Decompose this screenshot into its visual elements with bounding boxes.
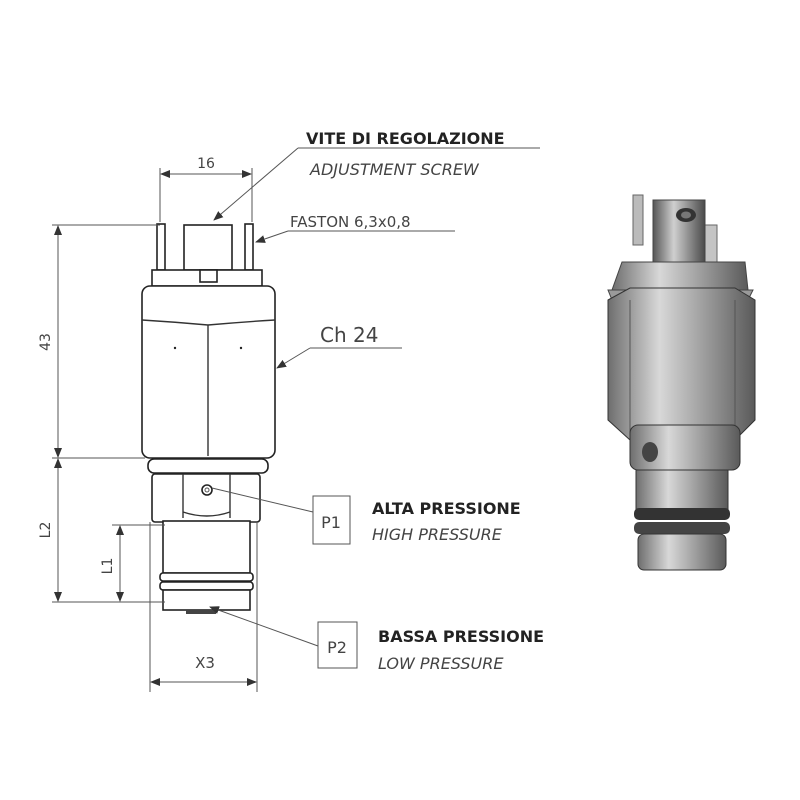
technical-drawing bbox=[141, 223, 276, 614]
tab bbox=[199, 269, 218, 283]
dimensions: 16 43 L2 L1 X3 bbox=[38, 156, 258, 692]
p2-port bbox=[186, 610, 216, 614]
stem bbox=[162, 520, 251, 574]
p2-tag: P2 bbox=[327, 638, 347, 657]
p1-box bbox=[312, 495, 351, 545]
callouts: VITE DI REGOLAZIONE ADJUSTMENT SCREW FAS… bbox=[209, 129, 544, 673]
faston-right bbox=[244, 223, 254, 271]
label-faston: FASTON 6,3x0,8 bbox=[290, 213, 411, 231]
label-bassa-pressione: BASSA PRESSIONE bbox=[378, 627, 544, 646]
label-vite-di-regolazione: VITE DI REGOLAZIONE bbox=[306, 129, 505, 148]
dim-l2: L2 bbox=[38, 522, 54, 539]
dim-x3: X3 bbox=[195, 654, 215, 672]
p2-box bbox=[317, 621, 358, 669]
p1-port bbox=[201, 484, 213, 496]
p1-tag: P1 bbox=[321, 513, 341, 532]
label-high-pressure: HIGH PRESSURE bbox=[372, 525, 503, 544]
label-alta-pressione: ALTA PRESSIONE bbox=[372, 499, 521, 518]
lower-hex bbox=[151, 473, 261, 523]
label-adjustment-screw: ADJUSTMENT SCREW bbox=[309, 160, 480, 179]
adjustment-screw-head bbox=[183, 224, 233, 271]
product-photo bbox=[607, 194, 756, 571]
dim-l1: L1 bbox=[100, 558, 116, 575]
faston-left bbox=[156, 223, 166, 271]
label-ch24: Ch 24 bbox=[320, 323, 378, 347]
label-low-pressure: LOW PRESSURE bbox=[378, 654, 504, 673]
dim-16: 16 bbox=[197, 156, 215, 172]
dim-43: 43 bbox=[38, 333, 54, 351]
o-ring bbox=[147, 458, 269, 474]
